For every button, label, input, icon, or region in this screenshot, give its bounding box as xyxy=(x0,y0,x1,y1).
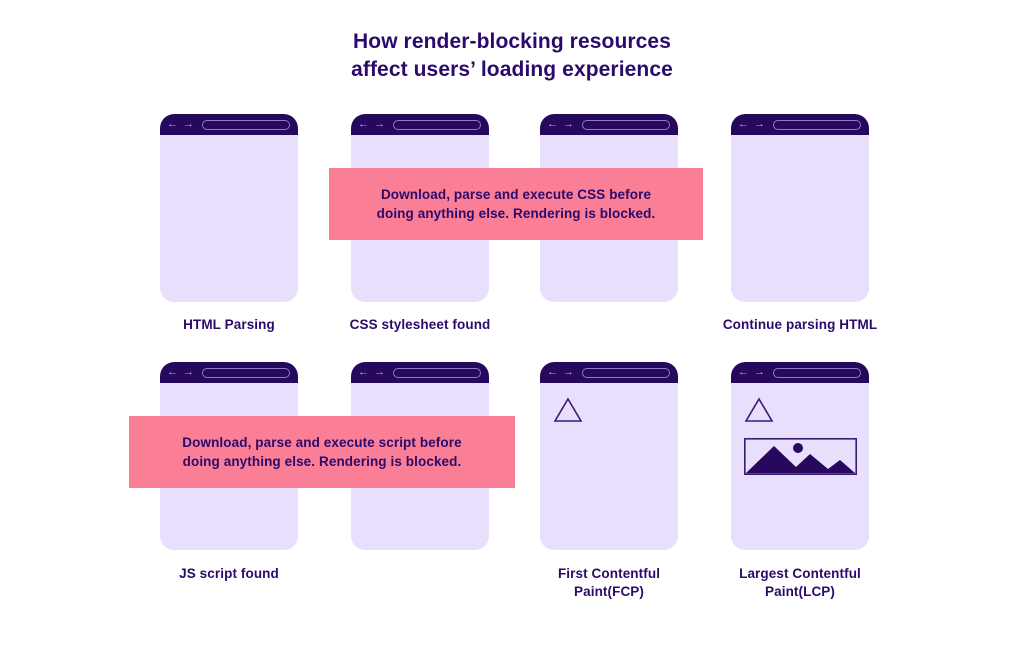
back-arrow-icon[interactable]: ← xyxy=(547,118,558,130)
url-bar[interactable] xyxy=(582,119,670,130)
caption-line-1: CSS stylesheet found xyxy=(349,317,491,332)
url-bar[interactable] xyxy=(202,119,290,130)
url-bar[interactable] xyxy=(773,119,861,130)
page-title-line-1: How render-blocking resources xyxy=(353,30,671,53)
banner-script-line-2: doing anything else. Rendering is blocke… xyxy=(182,454,462,469)
browser-viewport xyxy=(731,135,869,302)
url-bar[interactable] xyxy=(202,367,290,378)
browser-chrome-bar: ← → xyxy=(351,114,489,135)
browser-chrome-bar: ← → xyxy=(160,114,298,135)
forward-arrow-icon[interactable]: → xyxy=(754,366,765,378)
caption-css-stylesheet-found: CSS stylesheet found xyxy=(315,316,525,334)
caption-first-contentful-paint: First Contentful Paint(FCP) xyxy=(504,565,714,601)
browser-chrome-bar: ← → xyxy=(731,114,869,135)
banner-css-line-2: doing anything else. Rendering is blocke… xyxy=(376,206,656,221)
forward-arrow-icon[interactable]: → xyxy=(374,118,385,130)
banner-script-line-1: Download, parse and execute script befor… xyxy=(182,435,462,450)
url-bar[interactable] xyxy=(582,367,670,378)
caption-line-1: HTML Parsing xyxy=(183,317,275,332)
caption-line-1: Largest Contentful xyxy=(739,566,861,581)
back-arrow-icon[interactable]: ← xyxy=(547,366,558,378)
browser-chrome-bar: ← → xyxy=(351,362,489,383)
browser-viewport xyxy=(540,383,678,550)
triangle-icon xyxy=(553,397,583,428)
back-arrow-icon[interactable]: ← xyxy=(167,118,178,130)
caption-js-script-found: JS script found xyxy=(124,565,334,583)
image-placeholder-icon xyxy=(744,438,858,480)
browser-chrome-bar: ← → xyxy=(540,114,678,135)
browser-chrome-bar: ← → xyxy=(160,362,298,383)
caption-largest-contentful-paint: Largest Contentful Paint(LCP) xyxy=(695,565,905,601)
caption-html-parsing: HTML Parsing xyxy=(124,316,334,334)
forward-arrow-icon[interactable]: → xyxy=(183,118,194,130)
url-bar[interactable] xyxy=(773,367,861,378)
forward-arrow-icon[interactable]: → xyxy=(563,366,574,378)
caption-line-1: Continue parsing HTML xyxy=(722,317,878,332)
caption-line-1: First Contentful xyxy=(557,566,661,581)
browser-mock-continue-parsing-html: ← → xyxy=(731,114,869,302)
triangle-icon xyxy=(744,397,774,428)
back-arrow-icon[interactable]: ← xyxy=(738,366,749,378)
forward-arrow-icon[interactable]: → xyxy=(374,366,385,378)
back-arrow-icon[interactable]: ← xyxy=(167,366,178,378)
url-bar[interactable] xyxy=(393,367,481,378)
browser-mock-largest-contentful-paint: ← → xyxy=(731,362,869,550)
back-arrow-icon[interactable]: ← xyxy=(738,118,749,130)
forward-arrow-icon[interactable]: → xyxy=(183,366,194,378)
browser-chrome-bar: ← → xyxy=(540,362,678,383)
caption-line-2: Paint(LCP) xyxy=(765,584,835,599)
browser-chrome-bar: ← → xyxy=(731,362,869,383)
caption-line-1: JS script found xyxy=(179,566,279,581)
page-title: How render-blocking resources affect use… xyxy=(0,28,1024,84)
banner-script-blocking: Download, parse and execute script befor… xyxy=(129,416,515,488)
browser-viewport xyxy=(160,135,298,302)
banner-css-line-1: Download, parse and execute CSS before xyxy=(380,187,652,202)
forward-arrow-icon[interactable]: → xyxy=(754,118,765,130)
back-arrow-icon[interactable]: ← xyxy=(358,366,369,378)
browser-mock-html-parsing: ← → xyxy=(160,114,298,302)
page-title-line-2: affect users’ loading experience xyxy=(351,58,673,81)
banner-css-blocking: Download, parse and execute CSS before d… xyxy=(329,168,703,240)
back-arrow-icon[interactable]: ← xyxy=(358,118,369,130)
forward-arrow-icon[interactable]: → xyxy=(563,118,574,130)
browser-mock-first-contentful-paint: ← → xyxy=(540,362,678,550)
caption-continue-parsing-html: Continue parsing HTML xyxy=(695,316,905,334)
browser-viewport xyxy=(731,383,869,550)
url-bar[interactable] xyxy=(393,119,481,130)
caption-line-2: Paint(FCP) xyxy=(574,584,644,599)
